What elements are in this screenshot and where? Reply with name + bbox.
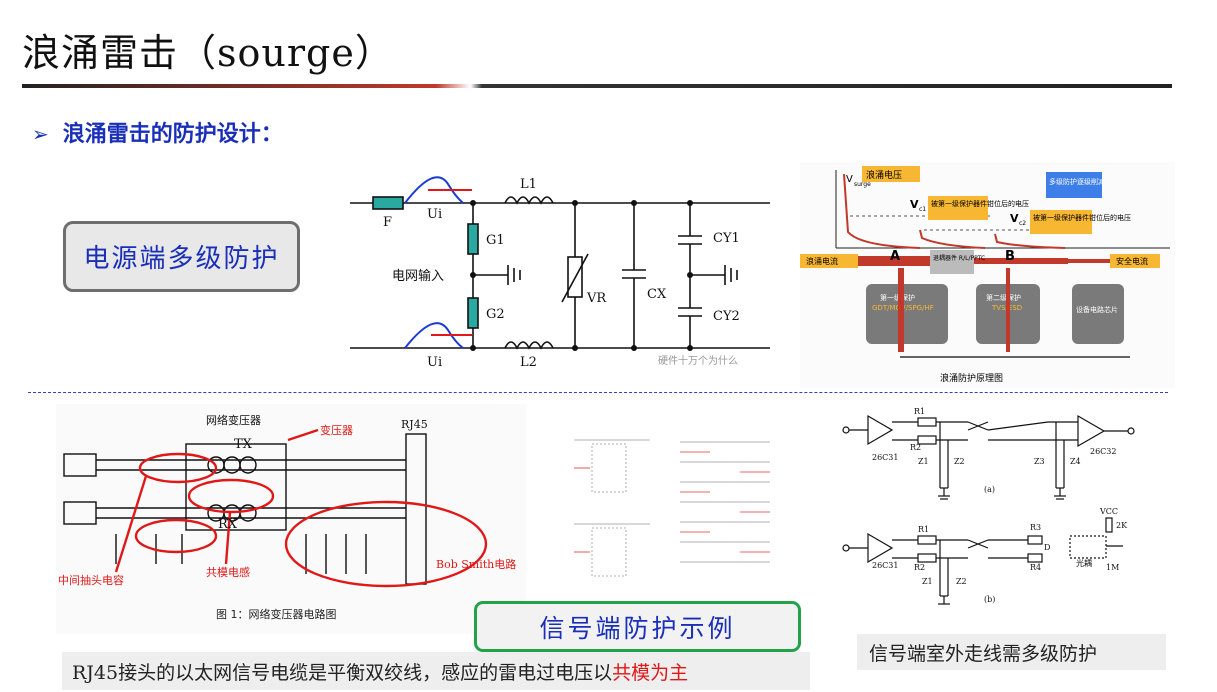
clamped-first-label: 被第一级保护器件钳位后的电压 [931, 199, 1029, 208]
device-chip-label: 设备电路芯片 [1076, 305, 1118, 314]
r1m-b: 1M [1106, 563, 1119, 572]
bob-smith-callout: Bob Smith电路 [436, 558, 516, 571]
vc2-sub: c2 [1019, 220, 1026, 227]
r2-a: R2 [910, 443, 921, 452]
rx-label: RX [218, 517, 238, 532]
z4-a: Z4 [1070, 457, 1081, 466]
cx-label: CX [647, 287, 667, 302]
r1-a: R1 [914, 407, 925, 416]
z2-a: Z2 [954, 457, 965, 466]
cy2-label: CY2 [713, 309, 740, 324]
common-mode-callout: 共模电感 [206, 566, 250, 579]
transformer-caption: 图 1：网络变压器电路图 [216, 607, 337, 621]
vc1-label: V [910, 198, 919, 211]
outdoor-wiring-note: 信号端室外走线需多级防护 [857, 634, 1166, 670]
safe-current-label: 安全电流 [1116, 256, 1148, 266]
title-underline [22, 84, 1172, 88]
rj45-note: RJ45接头的以太网信号电缆是平衡双绞线，感应的雷电过电压以共模为主 [62, 652, 810, 690]
vc2-label: V [1010, 212, 1019, 225]
center-tap-callout: 中间抽头电容 [58, 573, 124, 587]
decoupling-label: 退耦器件 R/L/PPTC [933, 254, 985, 262]
tx-label: TX [234, 437, 253, 452]
r3-b: R3 [1030, 523, 1041, 532]
section-bullet: ➢ 浪涌雷击的防护设计： [32, 116, 283, 148]
vc1-sub: c1 [919, 206, 926, 213]
surge-current-label: 浪涌电流 [806, 256, 838, 266]
point-b-label: B [1005, 249, 1015, 264]
transformer-header: 网络变压器 [206, 413, 261, 427]
v-surge-label: V [846, 174, 853, 185]
label-b: (b) [984, 595, 995, 604]
r2k-b: 2K [1116, 521, 1128, 530]
slide-title: 浪涌雷击（sourge） [22, 31, 394, 75]
stage2-title: 第二级保护 [986, 293, 1021, 302]
z2-b: Z2 [956, 577, 967, 586]
driver-b: 26C31 [872, 561, 898, 570]
grid-input-label: 电网输入 [392, 268, 444, 284]
vcc-b: VCC [1099, 507, 1118, 516]
surge-voltage-label: 浪涌电压 [866, 169, 902, 181]
principle-caption: 浪涌防护原理图 [940, 372, 1003, 384]
signal-line-protection-circuits: R1 R2 26C31 26C32 Z1 Z2 Z3 Z4 (a) R1 R2 … [842, 407, 1135, 605]
signal-protection-example-box: 信号端防护示例 [474, 601, 801, 652]
transformer-callout: 变压器 [320, 423, 353, 437]
l2-label: L2 [520, 355, 537, 370]
d-b: D [1044, 543, 1050, 552]
surge-protection-principle-diagram: 浪涌电压 V surge V c1 被第一级保护器件钳位后的电压 V c2 被第… [800, 162, 1175, 388]
bullet-arrow-icon: ➢ [32, 122, 49, 146]
signal-schematic-thumbnail [574, 439, 770, 577]
power-multilevel-box: 电源端多级防护 [63, 221, 300, 292]
optocoupler-b: 光耦 [1076, 558, 1092, 568]
receiver-a: 26C32 [1090, 447, 1116, 456]
vr-label: VR [586, 291, 607, 306]
l1-label: L1 [520, 177, 537, 192]
z1-a: Z1 [918, 457, 929, 466]
network-transformer-circuit: 网络变压器 RJ45 TX RX 变压器 中间抽头电容 共模电感 Bob Smi… [56, 404, 526, 634]
v-surge-sub: surge [854, 181, 871, 188]
surge-top-label: Ui [427, 207, 442, 222]
z3-a: Z3 [1034, 457, 1045, 466]
driver-a: 26C31 [872, 453, 898, 462]
r2-b: R2 [914, 563, 925, 572]
section-bullet-text: 浪涌雷击的防护设计： [62, 121, 283, 147]
point-a-label: A [890, 249, 900, 264]
rj45-note-text: RJ45接头的以太网信号电缆是平衡双绞线，感应的雷电过电压以 [72, 661, 613, 684]
z1-b: Z1 [922, 577, 933, 586]
r4-b: R4 [1030, 563, 1041, 572]
surge-bottom-label: Ui [427, 355, 442, 370]
cy1-label: CY1 [713, 231, 740, 246]
clamped-second-label: 被第一级保护器件钳位后的电压 [1033, 213, 1131, 222]
rj45-label: RJ45 [401, 418, 428, 431]
g2-label: G2 [486, 307, 505, 322]
g1-label: G1 [486, 233, 505, 248]
watermark-text: 硬件十万个为什么 [658, 354, 738, 367]
multi-level-label: 多级防护逐级削减 [1049, 177, 1105, 186]
label-a: (a) [984, 485, 995, 494]
stage1-title: 第一级保护 [880, 293, 915, 302]
rj45-note-highlight: 共模为主 [612, 661, 689, 684]
power-protection-circuit: F Ui Ui G1 G2 电网输入 L1 L2 VR CX CY1 CY2 硬… [350, 176, 770, 370]
section-divider [28, 392, 1168, 393]
r1-b: R1 [918, 525, 929, 534]
fuse-label: F [383, 215, 392, 230]
